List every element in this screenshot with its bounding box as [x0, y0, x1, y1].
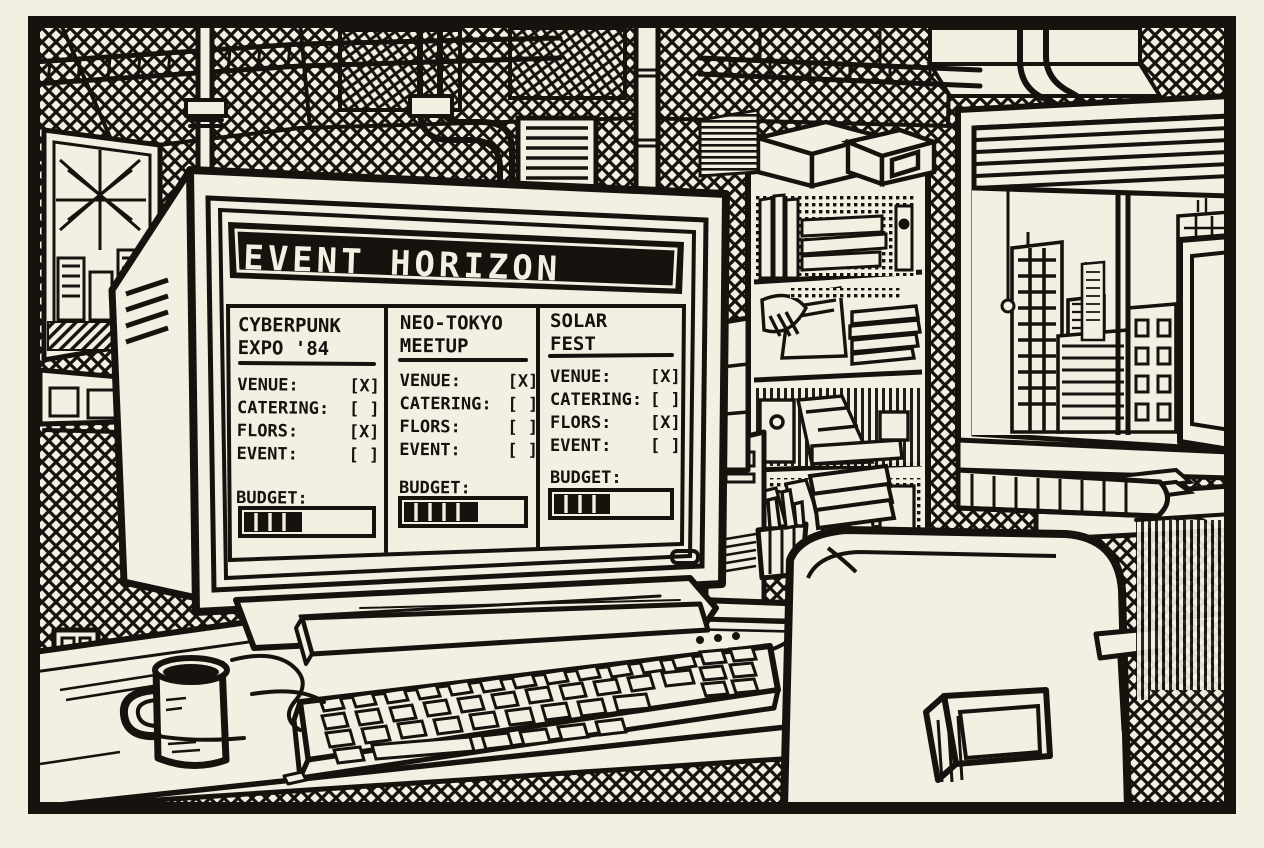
secondary-monitor	[1177, 233, 1230, 453]
illustration-border	[28, 16, 1236, 814]
crt-screen	[217, 207, 697, 581]
desk-cables	[128, 653, 326, 742]
right-wall-panel	[1134, 512, 1230, 700]
budget-bar-2	[398, 496, 528, 528]
ceiling	[34, 22, 1230, 162]
pipe-joint	[184, 98, 228, 118]
window-blinds	[971, 113, 1230, 314]
spacebar	[370, 735, 476, 761]
book-stack	[807, 463, 897, 531]
ceiling-duct	[34, 35, 563, 87]
keyboard	[291, 614, 806, 781]
eraser	[282, 770, 308, 786]
bent-pipe	[417, 22, 503, 233]
scene	[34, 22, 1230, 808]
coffee-liquid	[163, 664, 219, 680]
storage-boxes	[749, 119, 942, 189]
ceiling-beam	[928, 26, 1142, 66]
screen-content-panel	[225, 304, 687, 563]
wall-vent-2	[515, 115, 599, 191]
chair-knob	[923, 687, 1053, 783]
vertical-pipe	[633, 24, 661, 203]
crt-monitor	[108, 166, 730, 651]
budget-bar-1	[238, 506, 376, 538]
power-indicator	[670, 549, 700, 565]
budget-bar-3	[548, 488, 674, 520]
paper-sheet	[294, 599, 711, 666]
window-sill	[955, 437, 1230, 481]
office-chair	[780, 526, 1167, 808]
radiator	[955, 467, 1170, 519]
